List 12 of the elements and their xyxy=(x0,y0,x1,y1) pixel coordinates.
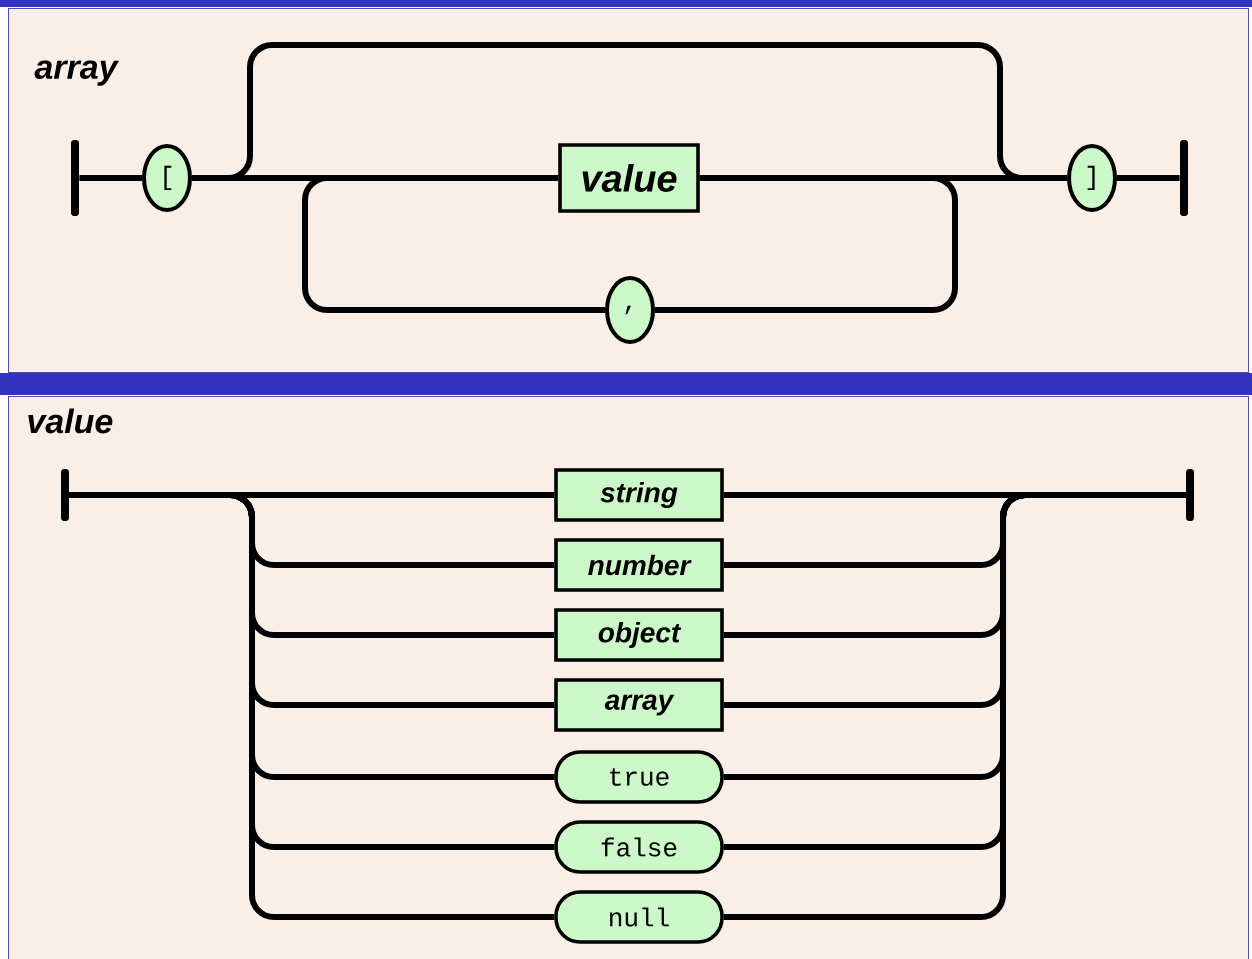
rail-line xyxy=(69,492,555,920)
rail-line xyxy=(723,492,1186,920)
end-bar xyxy=(61,469,69,521)
terminal-pill: true xyxy=(554,750,724,804)
end-bar xyxy=(71,140,79,216)
end-bar xyxy=(1186,469,1194,521)
end-bar xyxy=(1180,140,1188,216)
terminal-pill: null xyxy=(554,890,724,944)
rail-line xyxy=(79,175,142,181)
terminal-pill: false xyxy=(554,820,724,874)
rail-line xyxy=(1117,175,1180,181)
rail-line xyxy=(655,175,958,313)
